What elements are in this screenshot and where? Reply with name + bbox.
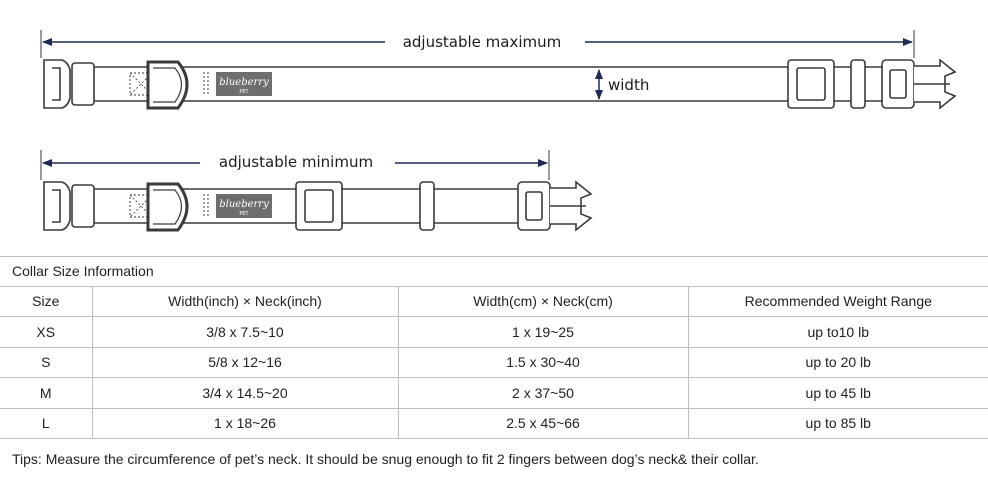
collar-short: [43, 180, 593, 232]
min-dimension: adjustable minimum: [40, 150, 550, 180]
tips-row: Tips: Measure the circumference of pet’s…: [0, 438, 988, 478]
cell-cm: 1 x 19~25: [397, 316, 689, 348]
cell-weight: up to 45 lb: [687, 377, 988, 409]
collar-long: [43, 58, 957, 110]
header-size: Size: [0, 285, 93, 318]
cell-size: XS: [0, 316, 93, 348]
collar-diagram: adjustable maximum blueberry: [40, 30, 957, 232]
cell-weight: up to 20 lb: [687, 346, 988, 379]
table-row: M 3/4 x 14.5~20 2 x 37~50 up to 45 lb: [0, 377, 988, 409]
logo-sub-bottom: PET: [239, 211, 249, 217]
table-caption: Collar Size Information: [0, 256, 988, 287]
label-width: width: [608, 76, 649, 94]
caption-row: Collar Size Information: [0, 256, 988, 287]
cell-weight: up to 85 lb: [687, 407, 988, 440]
cell-inch: 1 x 18~26: [91, 407, 399, 440]
header-row: Size Width(inch) × Neck(inch) Width(cm) …: [0, 285, 988, 318]
cell-inch: 3/4 x 14.5~20: [91, 377, 399, 409]
tips-text: Tips: Measure the circumference of pet’s…: [0, 438, 988, 478]
cell-size: S: [0, 346, 93, 379]
cell-size: L: [0, 407, 93, 440]
logo-sub-top: PET: [239, 89, 249, 95]
label-adjustable-minimum: adjustable minimum: [219, 153, 373, 171]
table-row: S 5/8 x 12~16 1.5 x 30~40 up to 20 lb: [0, 346, 988, 379]
header-weight: Recommended Weight Range: [687, 285, 988, 318]
max-dimension: adjustable maximum: [40, 30, 915, 58]
label-adjustable-maximum: adjustable maximum: [403, 33, 562, 51]
table-row: L 1 x 18~26 2.5 x 45~66 up to 85 lb: [0, 407, 988, 440]
cell-size: M: [0, 377, 93, 409]
cell-weight: up to10 lb: [687, 316, 988, 348]
table-row: XS 3/8 x 7.5~10 1 x 19~25 up to10 lb: [0, 316, 988, 348]
header-inch: Width(inch) × Neck(inch): [91, 285, 399, 318]
cell-inch: 5/8 x 12~16: [91, 346, 399, 379]
header-cm: Width(cm) × Neck(cm): [397, 285, 689, 318]
size-table: Collar Size Information Size Width(inch)…: [0, 256, 988, 478]
cell-cm: 2.5 x 45~66: [397, 407, 689, 440]
logo-text-top: blueberry: [219, 77, 269, 88]
logo-text-bottom: blueberry: [219, 199, 269, 210]
cell-cm: 1.5 x 30~40: [397, 346, 689, 379]
width-dimension: width: [595, 69, 649, 100]
cell-cm: 2 x 37~50: [397, 377, 689, 409]
cell-inch: 3/8 x 7.5~10: [91, 316, 399, 348]
